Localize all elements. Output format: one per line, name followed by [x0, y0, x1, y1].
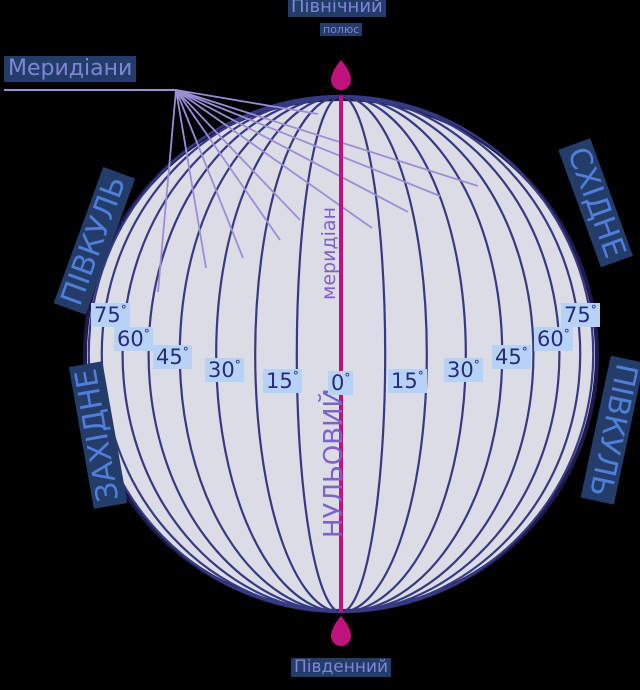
- north-pole-marker: [331, 60, 351, 90]
- meridian-line: [340, 94, 467, 614]
- north-pole-label: Північний: [288, 0, 386, 17]
- leader-line: [175, 89, 319, 115]
- meridian-line: [340, 94, 595, 614]
- meridian-line: [340, 94, 535, 614]
- meridian-line: [340, 94, 561, 614]
- leader-line: [157, 89, 177, 293]
- zero-meridian-label: НУЛЬОВИЙ: [318, 388, 349, 538]
- leader-line: [175, 89, 281, 241]
- meridian-lines: [87, 94, 595, 614]
- meridian-line: [215, 94, 342, 614]
- meridian-line: [254, 94, 342, 614]
- leader-line: [175, 89, 207, 269]
- north-pole-sublabel: полюс: [320, 23, 363, 36]
- meridian-line: [87, 94, 342, 614]
- degree-label-zero: 0°: [328, 371, 354, 395]
- degree-label-west-15: 15°: [263, 369, 302, 393]
- meridians-label: Меридіани: [4, 56, 137, 82]
- degree-label-east-30: 30°: [444, 358, 483, 382]
- prime-meridian-label: меридіан: [317, 207, 340, 300]
- degree-label-east-45: 45°: [492, 345, 531, 369]
- leader-line: [175, 89, 409, 213]
- leader-line: [175, 89, 244, 259]
- meridian-line: [340, 94, 582, 614]
- meridian-line: [295, 94, 342, 614]
- degree-label-east-60: 60°: [534, 327, 573, 351]
- degree-label-east-75: 75°: [561, 303, 600, 327]
- leader-line: [175, 89, 301, 221]
- meridian-line: [340, 94, 387, 614]
- south-pole-marker: [331, 616, 351, 646]
- meridian-line: [340, 94, 428, 614]
- degree-label-west-45: 45°: [153, 345, 192, 369]
- degree-label-west-30: 30°: [205, 358, 244, 382]
- degree-label-west-60: 60°: [114, 327, 153, 351]
- south-pole-label: Південний: [291, 658, 392, 677]
- leader-line: [175, 89, 441, 197]
- degree-label-east-15: 15°: [388, 369, 427, 393]
- leader-line: [175, 89, 479, 187]
- meridian-line: [121, 94, 342, 614]
- meridian-leader-lines: [4, 89, 479, 293]
- degree-label-west-75: 75°: [91, 303, 130, 327]
- meridian-line: [147, 94, 342, 614]
